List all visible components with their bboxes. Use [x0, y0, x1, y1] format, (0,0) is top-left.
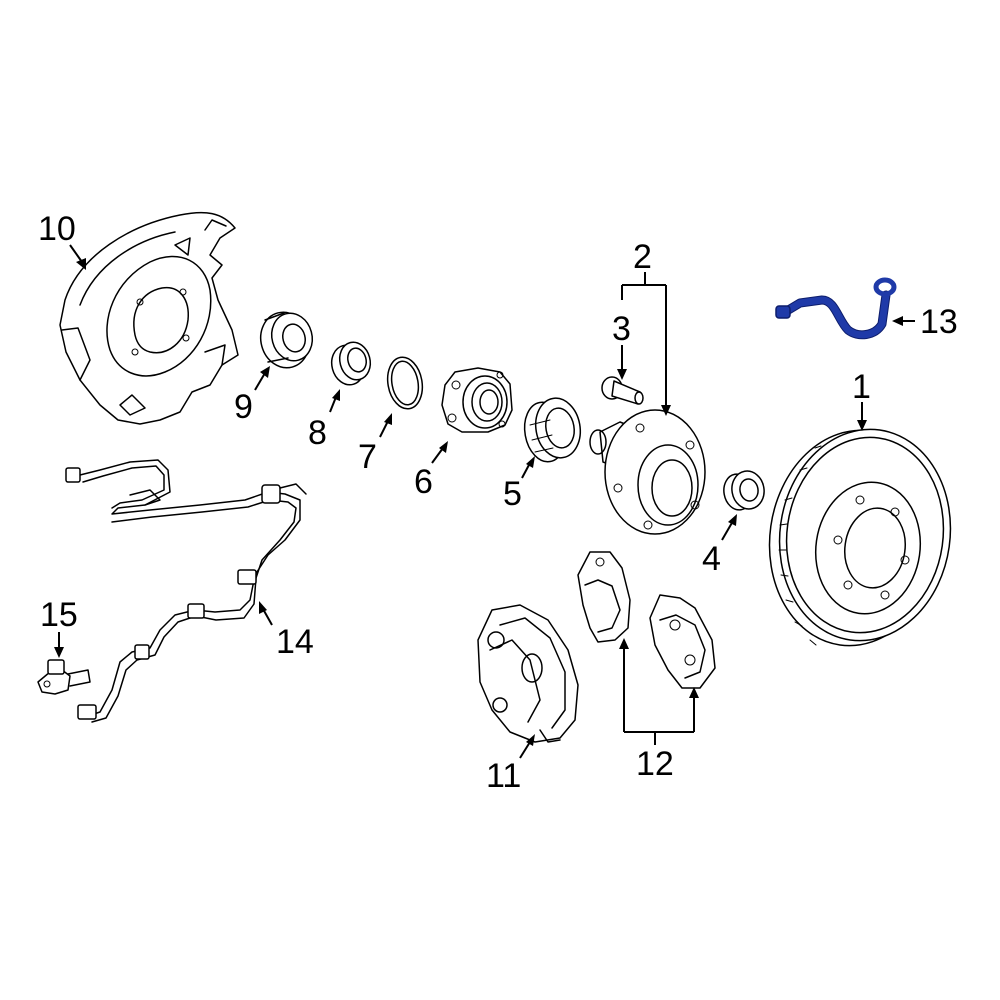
leader-10	[69, 244, 86, 270]
callout-10: 10	[38, 210, 76, 248]
callout-12: 12	[636, 745, 674, 783]
leader-7	[379, 413, 392, 438]
leader-6	[431, 441, 448, 464]
part-3-wheel-stud	[601, 376, 644, 405]
part-2-hub	[589, 409, 706, 535]
part-10-dust-shield	[59, 211, 239, 425]
callout-15: 15	[40, 596, 78, 634]
callout-5: 5	[503, 475, 522, 513]
leader-14	[259, 601, 273, 626]
part-14-abs-sensor-wire	[65, 459, 307, 723]
part-6-hub-bearing	[441, 367, 513, 433]
leader-3	[617, 345, 627, 380]
part-5-bearing	[523, 397, 582, 463]
leader-15	[54, 632, 64, 658]
callout-4: 4	[702, 540, 721, 578]
leader-4	[721, 514, 737, 541]
leader-9	[254, 366, 270, 391]
part-13-brake-hose	[775, 277, 897, 340]
part-8-bearing-race	[330, 341, 372, 386]
callout-13: 13	[920, 303, 958, 341]
leader-8	[329, 389, 340, 413]
leader-2	[621, 272, 671, 416]
part-15-sensor	[37, 659, 91, 695]
callout-6: 6	[414, 463, 433, 501]
part-4-cap	[723, 470, 765, 511]
callout-9: 9	[234, 388, 253, 426]
callout-2: 2	[633, 238, 652, 276]
leader-13	[892, 316, 915, 326]
leader-1	[857, 402, 867, 431]
part-1-rotor	[768, 428, 952, 647]
callout-14: 14	[276, 623, 314, 661]
callout-3: 3	[612, 310, 631, 348]
leader-11	[519, 734, 535, 759]
part-11-caliper	[477, 604, 579, 743]
part-7-snap-ring	[386, 356, 424, 410]
part-9-seal	[259, 311, 314, 369]
callout-11: 11	[486, 757, 521, 795]
callout-7: 7	[358, 438, 377, 476]
leader-12	[619, 638, 699, 745]
callout-1: 1	[852, 368, 871, 406]
callout-8: 8	[308, 414, 327, 452]
part-12-brake-pads	[577, 551, 716, 689]
leader-5	[521, 456, 535, 479]
